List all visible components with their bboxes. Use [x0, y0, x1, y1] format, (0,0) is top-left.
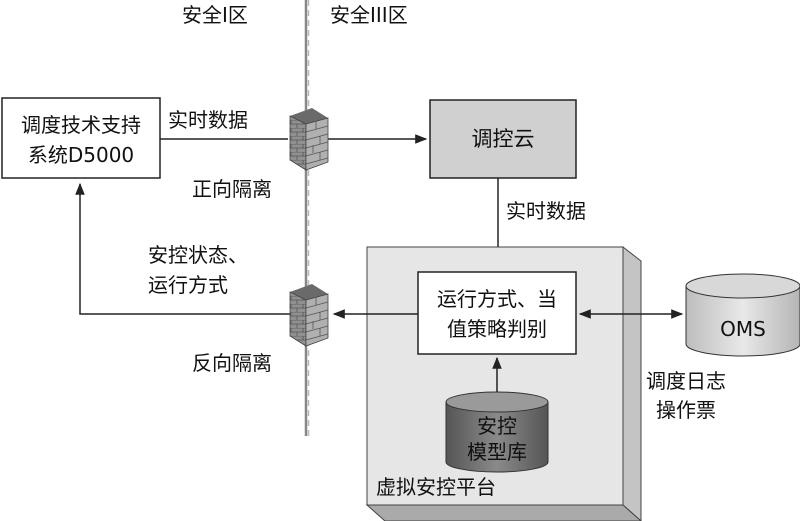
- forward-isolation-label: 正向隔离: [192, 177, 272, 201]
- realtime-label-down: 实时数据: [506, 199, 586, 223]
- cloud-label: 调控云: [472, 127, 535, 151]
- judge-label-line2: 值策略判别: [447, 317, 547, 341]
- firewall-icon: [289, 108, 329, 171]
- zone-label-right: 安全III区: [330, 3, 408, 27]
- reverse-isolation-label: 反向隔离: [192, 351, 272, 375]
- d5000-label-line1: 调度技术支持: [21, 113, 141, 137]
- database-cylinder-icon: [445, 391, 549, 473]
- arrow-firewall-to-d5000: [75, 182, 290, 315]
- status-label-line1: 安控状态、: [148, 243, 248, 267]
- oms-data-label-line1: 调度日志: [646, 369, 726, 393]
- status-label-line2: 运行方式: [148, 273, 228, 297]
- judge-label-line1: 运行方式、当: [437, 287, 557, 311]
- firewall-icon: [289, 284, 329, 347]
- oms-label: OMS: [720, 317, 766, 341]
- platform-label: 虚拟安控平台: [376, 475, 496, 499]
- judge-box: [417, 271, 577, 355]
- oms-data-label-line2: 操作票: [656, 398, 716, 422]
- cloud-box: [429, 99, 577, 179]
- realtime-label-top: 实时数据: [168, 108, 248, 132]
- zone-label-left: 安全I区: [182, 3, 248, 27]
- model-label-line1: 安控: [477, 414, 517, 438]
- model-label-line2: 模型库: [467, 440, 527, 464]
- d5000-label-line2: 系统D5000: [28, 143, 134, 167]
- oms-database-icon: [685, 273, 800, 357]
- d5000-box: [1, 97, 161, 179]
